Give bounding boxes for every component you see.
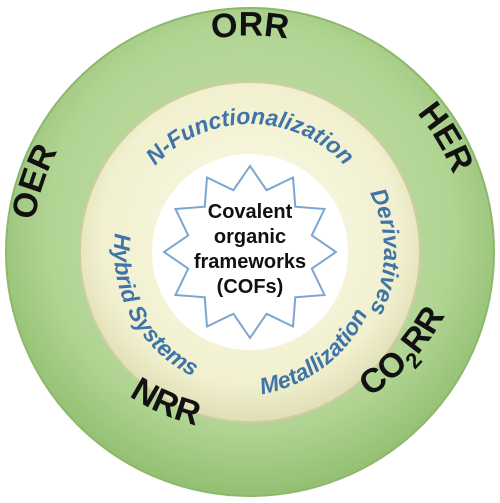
orr-label: ORR <box>209 6 291 47</box>
center-line-2: organic <box>214 226 286 248</box>
center-line-1: Covalent <box>208 201 293 223</box>
center-line-4: (COFs) <box>217 276 284 298</box>
center-line-3: frameworks <box>194 251 306 273</box>
star-burst-shape <box>162 164 338 340</box>
